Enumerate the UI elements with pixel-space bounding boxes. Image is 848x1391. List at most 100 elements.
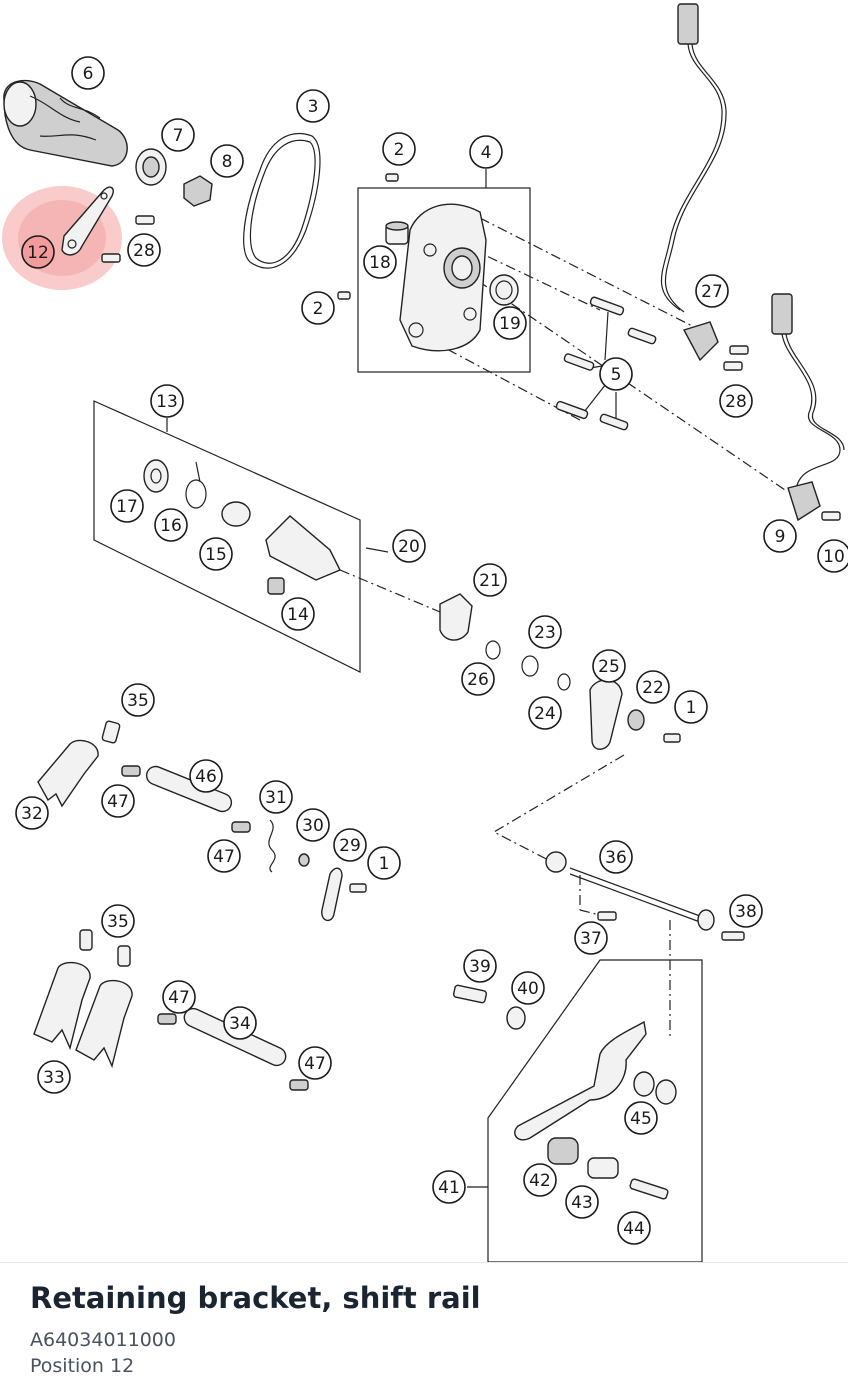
callout-circle <box>210 144 244 178</box>
callout-43[interactable]: 43 <box>565 1185 599 1219</box>
callout-24[interactable]: 24 <box>528 696 562 730</box>
callout-33[interactable]: 33 <box>37 1060 71 1094</box>
callout-label: 38 <box>735 902 757 922</box>
callout-3[interactable]: 3 <box>296 89 330 123</box>
callout-21[interactable]: 21 <box>473 563 507 597</box>
housing-screws <box>555 296 657 431</box>
callout-16[interactable]: 16 <box>154 508 188 542</box>
callout-circle <box>463 949 497 983</box>
callout-28[interactable]: 28 <box>127 233 161 267</box>
callout-44[interactable]: 44 <box>617 1211 651 1245</box>
retaining-bracket-part <box>61 186 114 256</box>
callout-25[interactable]: 25 <box>592 649 626 683</box>
callout-circle <box>37 1060 71 1094</box>
bushing-26 <box>627 709 645 731</box>
callout-circle <box>817 539 848 573</box>
callout-label: 36 <box>605 848 627 868</box>
callout-label: 47 <box>304 1054 326 1074</box>
callout-23[interactable]: 23 <box>528 615 562 649</box>
callout-40[interactable]: 40 <box>511 971 545 1005</box>
callout-26[interactable]: 26 <box>461 662 495 696</box>
callout-18[interactable]: 18 <box>363 245 397 279</box>
callout-label: 21 <box>479 571 501 591</box>
callout-15[interactable]: 15 <box>199 537 233 571</box>
callout-47[interactable]: 47 <box>207 839 241 873</box>
callout-22[interactable]: 22 <box>636 670 670 704</box>
callout-1[interactable]: 1 <box>367 846 401 880</box>
callout-circle <box>223 1006 257 1040</box>
callout-2[interactable]: 2 <box>382 132 416 166</box>
callout-label: 10 <box>823 547 845 567</box>
callout-label: 47 <box>168 988 190 1008</box>
spring-47-b <box>231 821 251 833</box>
callout-label: 34 <box>229 1014 251 1034</box>
ring-24 <box>557 673 571 691</box>
callout-31[interactable]: 31 <box>259 780 293 814</box>
callout-35[interactable]: 35 <box>101 904 135 938</box>
bracket-screws <box>101 215 155 263</box>
callout-circle <box>592 649 626 683</box>
callout-circle <box>15 796 49 830</box>
callout-8[interactable]: 8 <box>210 144 244 178</box>
callout-27[interactable]: 27 <box>695 274 729 308</box>
callout-29[interactable]: 29 <box>333 828 367 862</box>
callout-14[interactable]: 14 <box>281 597 315 631</box>
callout-circle <box>511 971 545 1005</box>
screw-1-lower <box>349 883 367 893</box>
callout-label: 31 <box>265 788 287 808</box>
callout-4[interactable]: 4 <box>469 135 503 169</box>
callout-45[interactable]: 45 <box>624 1101 658 1135</box>
cover-gasket-part <box>243 133 321 269</box>
callout-32[interactable]: 32 <box>15 796 49 830</box>
callout-label: 5 <box>611 365 622 385</box>
callout-36[interactable]: 36 <box>599 840 633 874</box>
ring-23 <box>521 655 539 677</box>
callout-28[interactable]: 28 <box>719 384 753 418</box>
spring-47-c <box>157 1013 177 1025</box>
callout-circle <box>636 670 670 704</box>
callout-label: 35 <box>127 691 149 711</box>
callout-20[interactable]: 20 <box>392 529 426 563</box>
callout-47[interactable]: 47 <box>298 1046 332 1080</box>
callout-label: 3 <box>308 97 319 117</box>
callout-circle <box>189 759 223 793</box>
callout-19[interactable]: 19 <box>493 306 527 340</box>
callout-9[interactable]: 9 <box>763 519 797 553</box>
callout-38[interactable]: 38 <box>729 894 763 928</box>
callout-12[interactable]: 12 <box>21 235 55 269</box>
callout-circle <box>729 894 763 928</box>
callout-17[interactable]: 17 <box>110 489 144 523</box>
callout-30[interactable]: 30 <box>296 808 330 842</box>
callout-35[interactable]: 35 <box>121 683 155 717</box>
callout-circle <box>473 563 507 597</box>
callout-2[interactable]: 2 <box>301 291 335 325</box>
callout-13[interactable]: 13 <box>150 384 184 418</box>
callout-1[interactable]: 1 <box>674 690 708 724</box>
callout-37[interactable]: 37 <box>574 921 608 955</box>
callout-7[interactable]: 7 <box>161 118 195 152</box>
washer-40 <box>506 1006 526 1030</box>
sleeve-43 <box>587 1157 619 1179</box>
callout-circle <box>296 89 330 123</box>
callout-47[interactable]: 47 <box>101 784 135 818</box>
callout-circle <box>392 529 426 563</box>
spring-47-d <box>289 1079 309 1091</box>
callout-34[interactable]: 34 <box>223 1006 257 1040</box>
part-number: A64034011000 <box>30 1329 176 1351</box>
callout-label: 46 <box>195 767 217 787</box>
callout-circle <box>367 846 401 880</box>
callout-circle <box>528 696 562 730</box>
callout-label: 14 <box>287 605 309 625</box>
callout-42[interactable]: 42 <box>523 1163 557 1197</box>
callout-label: 22 <box>642 678 664 698</box>
callout-6[interactable]: 6 <box>71 56 105 90</box>
callout-label: 47 <box>213 847 235 867</box>
callout-5[interactable]: 5 <box>599 357 633 391</box>
callout-46[interactable]: 46 <box>189 759 223 793</box>
callout-39[interactable]: 39 <box>463 949 497 983</box>
callout-10[interactable]: 10 <box>817 539 848 573</box>
spring-42 <box>547 1137 579 1165</box>
callout-41[interactable]: 41 <box>432 1170 466 1204</box>
callout-47[interactable]: 47 <box>162 980 196 1014</box>
